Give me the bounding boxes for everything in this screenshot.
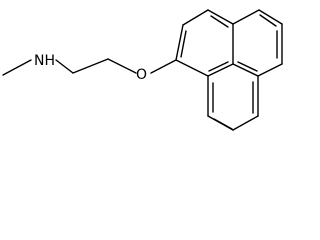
ring-a-bond-2 xyxy=(182,9,209,26)
ether-oxygen-label: O xyxy=(136,67,147,83)
ring-b-bond-1 xyxy=(232,9,260,25)
ring-b-bond-5 xyxy=(232,63,259,77)
ring-a-bond-1 xyxy=(175,24,184,61)
bond-n-ch2 xyxy=(55,59,74,74)
amine-label: NH xyxy=(34,53,55,69)
ring-b-double-1 xyxy=(259,14,277,27)
ring-a-bond-6 xyxy=(175,59,209,77)
ring-lower-double-2 xyxy=(213,118,233,130)
bond-o-aryl xyxy=(150,59,177,74)
structure-canvas: NH O xyxy=(2,9,283,131)
ring-b-bond-2 xyxy=(258,9,283,25)
ring-b-double-3 xyxy=(237,61,258,72)
ring-a-bond-3 xyxy=(207,9,234,25)
ring-a-bond-5 xyxy=(207,63,234,77)
bond-ch2-o xyxy=(107,58,137,74)
ring-lower-bond-3 xyxy=(232,115,259,131)
ring-b-bond-4 xyxy=(257,63,283,77)
bond-ch2-ch2 xyxy=(72,58,109,74)
ring-a-double-3 xyxy=(208,61,229,72)
chemical-structure: NH O xyxy=(2,9,283,131)
ring-a-double-2 xyxy=(210,15,229,28)
ring-a-double-1 xyxy=(180,30,187,58)
bond-methyl-n xyxy=(2,59,32,76)
